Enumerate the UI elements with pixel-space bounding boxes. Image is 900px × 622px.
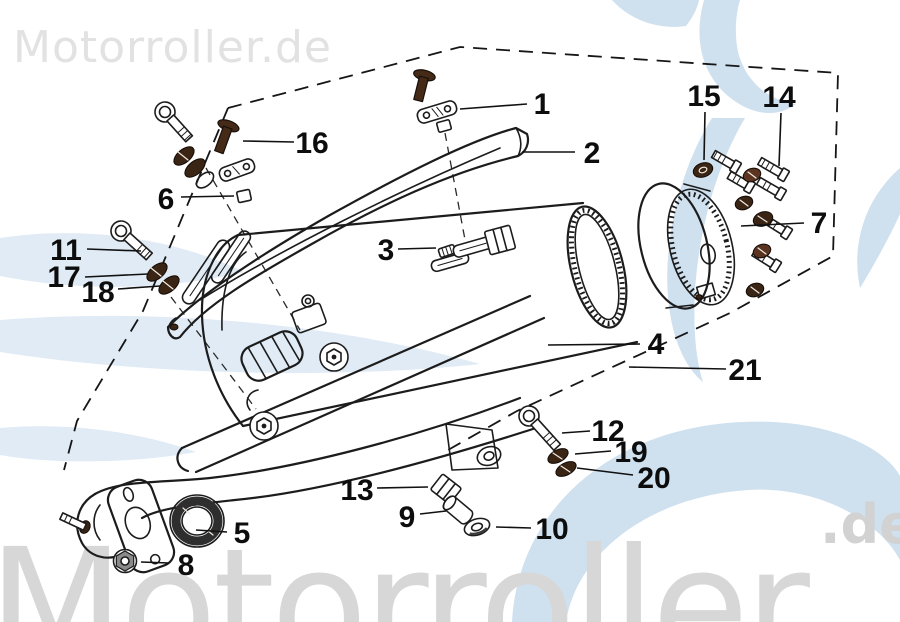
bolt-12 xyxy=(518,405,562,452)
logo-shape xyxy=(0,426,196,462)
watermark-bottom-suffix: .de xyxy=(820,493,900,556)
callout-5: 5 xyxy=(234,517,251,550)
callout-9: 9 xyxy=(399,501,416,534)
callout-13: 13 xyxy=(340,474,373,507)
callout-14: 14 xyxy=(762,81,796,114)
callout-4: 4 xyxy=(648,328,665,361)
exhaust-flange xyxy=(106,478,176,574)
logo-shape xyxy=(857,168,900,288)
callout-6: 6 xyxy=(158,183,175,216)
washer-stack-top xyxy=(173,146,215,189)
muffler-body xyxy=(200,201,639,428)
logo-shape xyxy=(0,233,244,287)
callout-19: 19 xyxy=(614,436,647,469)
callout-3: 3 xyxy=(378,234,395,267)
logo-shape xyxy=(699,0,796,114)
bolt-11 xyxy=(110,220,154,261)
callout-7: 7 xyxy=(811,207,828,240)
muffler-bracket-square xyxy=(483,224,517,256)
callout-2: 2 xyxy=(584,137,601,170)
nut-15 xyxy=(692,162,714,178)
callout-17: 17 xyxy=(47,261,80,294)
washer-18 xyxy=(158,275,180,295)
washer-17 xyxy=(146,262,168,282)
exhaust-assembly-drawing xyxy=(59,69,794,574)
washer-20 xyxy=(555,461,577,477)
logo-shape xyxy=(612,0,699,27)
gasket-1 xyxy=(416,100,458,124)
watermark-bottom: Motorroller xyxy=(0,515,810,622)
callout-16: 16 xyxy=(295,127,328,160)
washer-19 xyxy=(547,448,569,464)
assembly-axes xyxy=(170,132,467,410)
bolt-16 xyxy=(214,119,240,155)
clip-6 xyxy=(235,188,253,204)
logo-shape xyxy=(0,315,480,374)
callout-15: 15 xyxy=(687,80,720,113)
callout-21: 21 xyxy=(728,354,761,387)
spacer-9 xyxy=(442,495,474,525)
callout-1: 1 xyxy=(534,88,551,121)
bolt-6-top xyxy=(154,101,194,143)
callout-12: 12 xyxy=(591,415,624,448)
callout-18: 18 xyxy=(81,276,114,309)
callout-11: 11 xyxy=(50,234,82,267)
cap-bolt xyxy=(755,176,788,202)
cap-washer xyxy=(742,167,762,183)
stud-left xyxy=(59,512,91,534)
gasket-16 xyxy=(218,158,256,182)
callout-labels: 1 2 3 4 5 6 7 8 9 10 11 12 13 14 15 16 1… xyxy=(47,80,827,582)
callout-20: 20 xyxy=(637,462,670,495)
nut-8 xyxy=(112,548,138,574)
washer-10 xyxy=(463,517,491,537)
cap-washer xyxy=(734,195,754,211)
callout-8: 8 xyxy=(178,549,195,582)
heat-shield xyxy=(166,126,530,340)
clip-under-gasket-1 xyxy=(435,119,453,133)
bolt-top-dark xyxy=(413,69,436,103)
cap-washer xyxy=(752,243,772,259)
watermark-top: Motorroller.de xyxy=(13,22,332,73)
muffler-end-cap xyxy=(637,182,736,310)
cap-bolt xyxy=(756,156,791,183)
cap-washer xyxy=(745,282,765,298)
leader-lines xyxy=(84,103,805,564)
callout-10: 10 xyxy=(535,513,568,546)
reference-boundary xyxy=(63,46,839,471)
